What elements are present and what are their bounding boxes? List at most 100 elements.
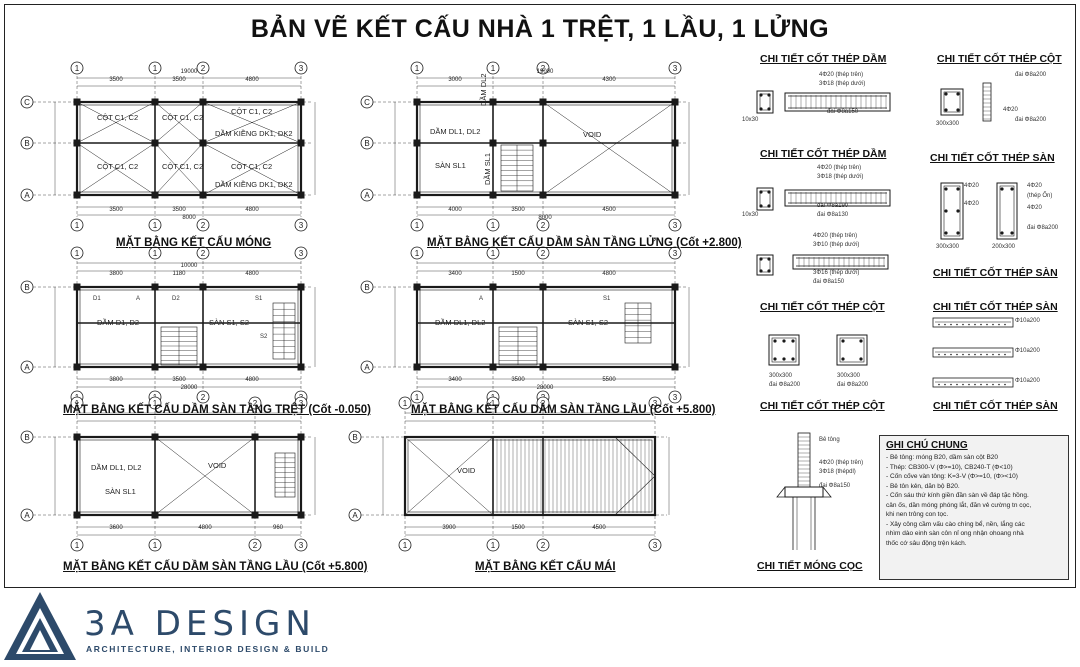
dimension-text: 19000 [537, 69, 554, 75]
grid-bubble [410, 61, 424, 75]
diag-mong [202, 142, 302, 196]
grid-bubble-label: B [24, 139, 29, 148]
note-cot2-st1: đai Φ8a200 [769, 382, 801, 388]
grid-bubble-label: 3 [299, 399, 304, 408]
rebar-dot [956, 353, 958, 356]
outer-beam-inner [79, 439, 299, 513]
beam-elevation [784, 189, 891, 207]
grid-bubble-label: A [364, 191, 370, 200]
rebar-dot [782, 339, 786, 343]
rebar-dot [859, 339, 863, 343]
grid-bubble [294, 396, 308, 410]
void-cross [404, 436, 494, 516]
label-lau-4: S1 [603, 296, 611, 302]
note-cot1-b: 4Φ20 [1003, 107, 1018, 113]
grid-bubble-label: A [352, 511, 358, 520]
column [73, 363, 81, 371]
rebar-dot [791, 357, 795, 361]
grid-bubble-label: 2 [541, 249, 546, 258]
column [413, 98, 421, 106]
column [413, 191, 421, 199]
grid-bubble-label: B [24, 283, 29, 292]
label-tret-3: D1 [93, 296, 101, 302]
note-san1-f: đai Φ8a200 [1027, 225, 1059, 231]
grid-bubble-label: 1 [75, 221, 80, 230]
column [489, 139, 497, 147]
grid-bubble [248, 396, 262, 410]
rebar-dot [1004, 383, 1006, 386]
label-lung-3: SÀN SL1 [435, 161, 466, 170]
column [73, 283, 81, 291]
grid-bubble-label: C [364, 98, 370, 107]
general-note-line: - Cốn cốve vàn tông: K=3-V (Φ>=10, (Φ><1… [886, 473, 1018, 480]
label-lau2-3: VOID [208, 461, 227, 470]
dimension-text: 4800 [198, 525, 212, 531]
grid-bubble-label: 1 [153, 399, 158, 408]
note-san1-d: 4Φ20 [1027, 205, 1042, 211]
rebar-dot [980, 353, 982, 356]
grid-bubble-label: 1 [415, 221, 420, 230]
grid-bubble [20, 280, 34, 294]
grid-bubble [148, 61, 162, 75]
label-mong-3: CỘT C1, C2 [231, 107, 273, 116]
grid-bubble [486, 218, 500, 232]
grid-bubble [70, 396, 84, 410]
detail-title-san1: CHI TIẾT CỐT THÉP SÀN [930, 152, 1055, 164]
general-note-line: - Cốn sáu thứ kính giền đần sàn về đáp t… [886, 492, 1029, 499]
detail-title-san4: CHI TIẾT CỐT THÉP SÀN [933, 400, 1058, 412]
rebar-dot [968, 323, 970, 326]
grid-bubble-label: C [24, 98, 30, 107]
column-section [836, 334, 868, 366]
grid-bubble-label: 1 [153, 249, 158, 258]
label-mong-5: CỘT C1, C2 [97, 162, 139, 171]
detail-title-cot1: CHI TIẾT CỐT THÉP CỘT [937, 53, 1062, 65]
dimension-text: 1500 [511, 525, 525, 531]
column [413, 139, 421, 147]
beam-section-stirrup [759, 93, 771, 111]
grid-bubble-label: B [352, 433, 357, 442]
outer-beam-inner [407, 439, 653, 513]
rebar-dot [944, 323, 946, 326]
column [199, 283, 207, 291]
note-san3-a: Φ10a200 [1015, 318, 1040, 324]
rebar-dot [938, 323, 940, 326]
grid-bubble-label: A [24, 191, 30, 200]
grid-bubble-label: 1 [491, 541, 496, 550]
brand-name: 3A DESIGN [84, 604, 316, 644]
dimension-text: 4300 [602, 77, 616, 83]
grid-bubble-label: 1 [75, 64, 80, 73]
dimension-text: 19000 [181, 69, 198, 75]
dimension-text: 4800 [245, 77, 259, 83]
outer-beam-inner [79, 289, 299, 365]
grid-bubble-label: 3 [673, 221, 678, 230]
detail-title-cot2: CHI TIẾT CỐT THÉP CỘT [760, 301, 885, 313]
rebar-dot [841, 339, 845, 343]
note-san1-sec1: 300x300 [936, 244, 960, 250]
grid-bubble [360, 360, 374, 374]
rebar-dot [992, 353, 994, 356]
grid-bubble [360, 188, 374, 202]
grid-bubble-label: B [364, 139, 369, 148]
grid-bubble [20, 430, 34, 444]
grid-bubble [668, 246, 682, 260]
grid-bubble [196, 246, 210, 260]
grid-bubble-label: 3 [299, 64, 304, 73]
grid-bubble-label: 1 [415, 393, 420, 402]
note-moc-b: 4Φ20 (thép trên) [819, 460, 864, 466]
rebar-dot [968, 353, 970, 356]
rebar-dot [986, 323, 988, 326]
rebar-dot [974, 353, 976, 356]
rebar-dot [1000, 187, 1004, 191]
rebar-dot [956, 92, 960, 96]
grid-bubble [536, 218, 550, 232]
grid-bubble [486, 396, 500, 410]
rebar-dot [950, 323, 952, 326]
rebar-dot [1004, 323, 1006, 326]
dimension-text: 960 [273, 525, 284, 531]
column [73, 511, 81, 519]
dimension-text: 3800 [109, 271, 123, 277]
slab-strip [932, 377, 1014, 388]
diag-mong [76, 101, 156, 144]
